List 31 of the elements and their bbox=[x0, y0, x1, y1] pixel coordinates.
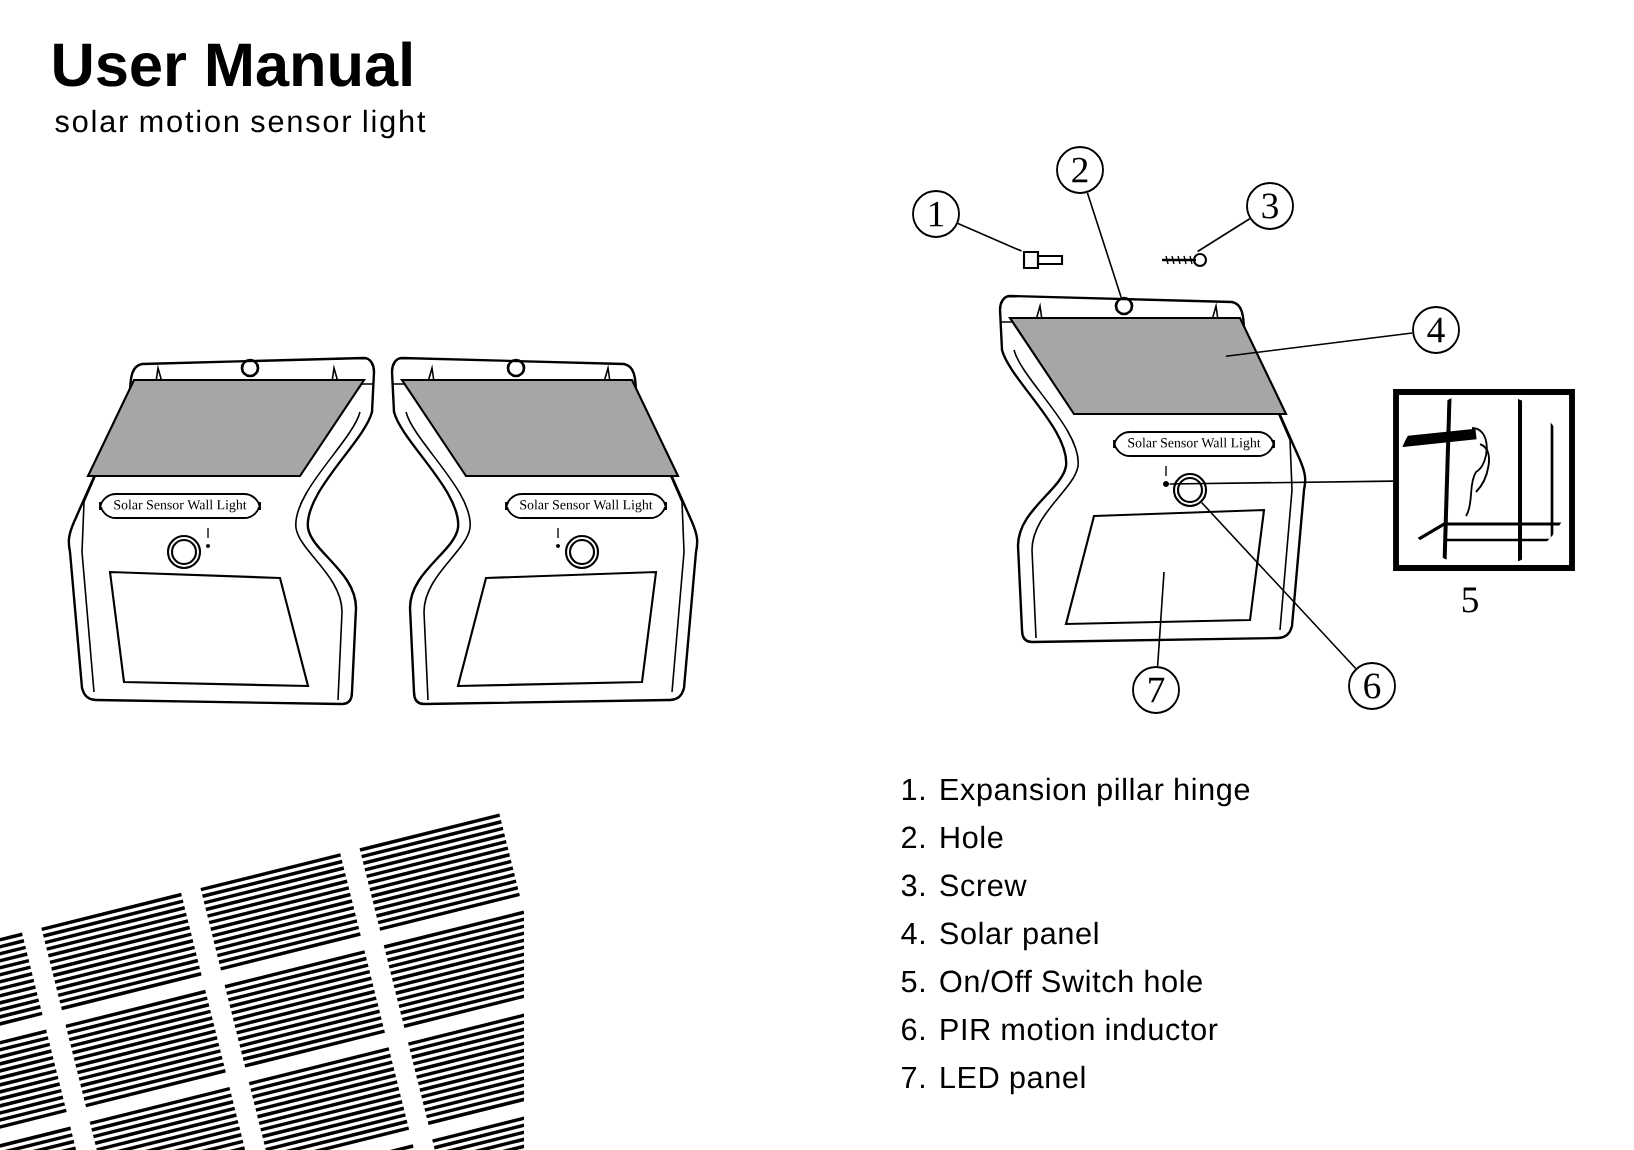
leader-line bbox=[1196, 217, 1251, 253]
hinge-drawing bbox=[1022, 250, 1064, 270]
leader-line bbox=[1200, 501, 1357, 670]
callout-number: 1 bbox=[912, 190, 960, 238]
list-item: 2. Hole bbox=[902, 825, 1003, 849]
led-panel bbox=[1064, 508, 1266, 626]
hole bbox=[1114, 296, 1134, 316]
list-item: 7. LED panel bbox=[902, 1065, 1085, 1095]
switch-hole bbox=[1163, 481, 1169, 487]
list-item: 3. Screw bbox=[901, 874, 1027, 897]
subtitle: solar motion sensor light bbox=[55, 109, 426, 139]
leader-line bbox=[1086, 191, 1122, 298]
switch-closeup-drawing bbox=[1393, 389, 1575, 571]
list-item: 4. Solar panel bbox=[901, 921, 1098, 951]
leader-line bbox=[1168, 480, 1394, 485]
callout-number: 5 bbox=[1462, 587, 1478, 613]
leader-line bbox=[957, 222, 1023, 252]
callout-number: 7 bbox=[1132, 666, 1180, 714]
list-item: 1. Expansion pillar hinge bbox=[902, 777, 1250, 807]
callout-number: 4 bbox=[1412, 306, 1460, 354]
leader-line bbox=[1156, 571, 1165, 667]
screw-drawing bbox=[1162, 252, 1208, 268]
callout-number: 3 bbox=[1246, 182, 1294, 230]
callout-number: 6 bbox=[1348, 662, 1396, 710]
leader-line bbox=[1225, 332, 1414, 358]
solar-panel bbox=[1008, 316, 1288, 416]
pir-sensor bbox=[1172, 472, 1208, 508]
list-item: 6. PIR motion inductor bbox=[902, 1017, 1218, 1041]
callout-number: 2 bbox=[1056, 146, 1104, 194]
list-item: 5. On/Off Switch hole bbox=[901, 969, 1202, 993]
title: User Manual bbox=[54, 41, 411, 87]
